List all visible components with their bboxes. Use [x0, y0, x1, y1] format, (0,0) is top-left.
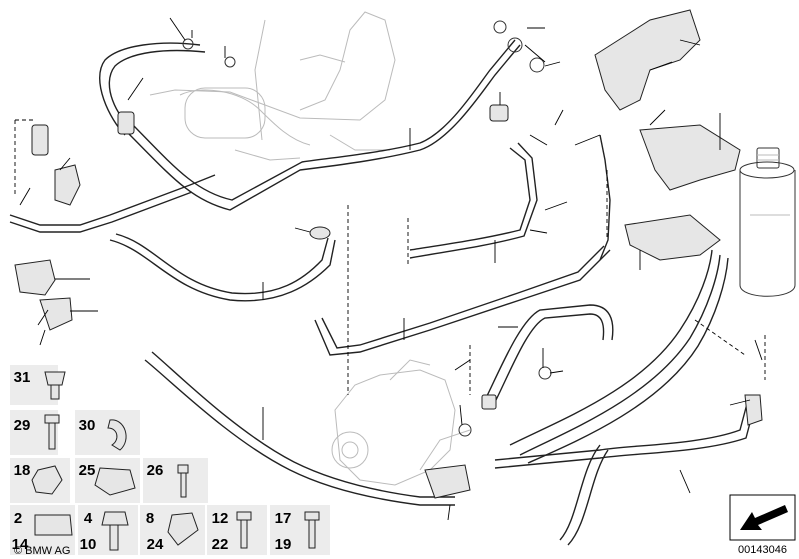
legend-18: 18 — [14, 462, 31, 479]
legend-2: 2 — [14, 510, 22, 527]
legend-26: 26 — [147, 462, 164, 479]
clamp-21 — [39, 297, 73, 331]
legend-14: 14 — [12, 536, 29, 553]
legend-12: 12 — [212, 510, 229, 527]
fluid-reservoir — [739, 147, 796, 297]
seal-rings — [182, 20, 552, 437]
legend-10: 10 — [80, 536, 97, 553]
bracket-28 — [594, 9, 701, 111]
fitting-30 — [744, 394, 763, 426]
fitting-8 — [117, 111, 135, 135]
pump-ghost — [331, 359, 471, 486]
legend-19: 19 — [275, 536, 292, 553]
bracket-7 — [54, 164, 81, 206]
fitting-12 — [489, 104, 509, 122]
fitting-6 — [309, 226, 331, 240]
direction-arrow-box — [729, 494, 796, 541]
legend-panel: 31 29 30 18 25 26 2 14 4 10 8 24 12 22 1… — [10, 365, 330, 555]
legend-29: 29 — [14, 417, 31, 434]
clip-7 — [31, 124, 49, 156]
legend-31: 31 — [14, 369, 31, 386]
legend-24: 24 — [147, 536, 164, 553]
leader-lines — [19, 17, 763, 521]
hose-lines — [9, 39, 757, 546]
copyright-text: © BMW AG — [14, 545, 70, 557]
legend-17: 17 — [275, 510, 292, 527]
bracket-18 — [624, 214, 721, 261]
drawing-number: 00143046 — [738, 544, 787, 556]
fitting-19 — [424, 464, 471, 499]
legend-22: 22 — [212, 536, 229, 553]
legend-25: 25 — [79, 462, 96, 479]
reference-lines — [14, 119, 766, 395]
steering-rack-ghost — [149, 11, 396, 161]
legend-4: 4 — [84, 510, 93, 527]
fitting-2 — [481, 394, 497, 410]
legend-8: 8 — [146, 510, 154, 527]
clamp-23 — [14, 259, 56, 296]
legend-30: 30 — [79, 417, 96, 434]
bracket-16 — [639, 124, 741, 191]
